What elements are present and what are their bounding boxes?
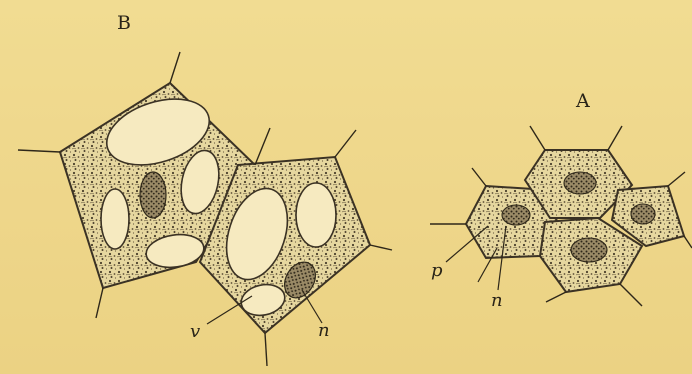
figure-a-label: A	[576, 92, 590, 111]
vacuole-label: v	[190, 323, 200, 341]
nucleus-a-label: n	[491, 292, 503, 310]
nucleus-b-label: n	[318, 322, 330, 340]
protoplasm-label: p	[431, 262, 443, 280]
figure-b-label: B	[117, 14, 131, 33]
